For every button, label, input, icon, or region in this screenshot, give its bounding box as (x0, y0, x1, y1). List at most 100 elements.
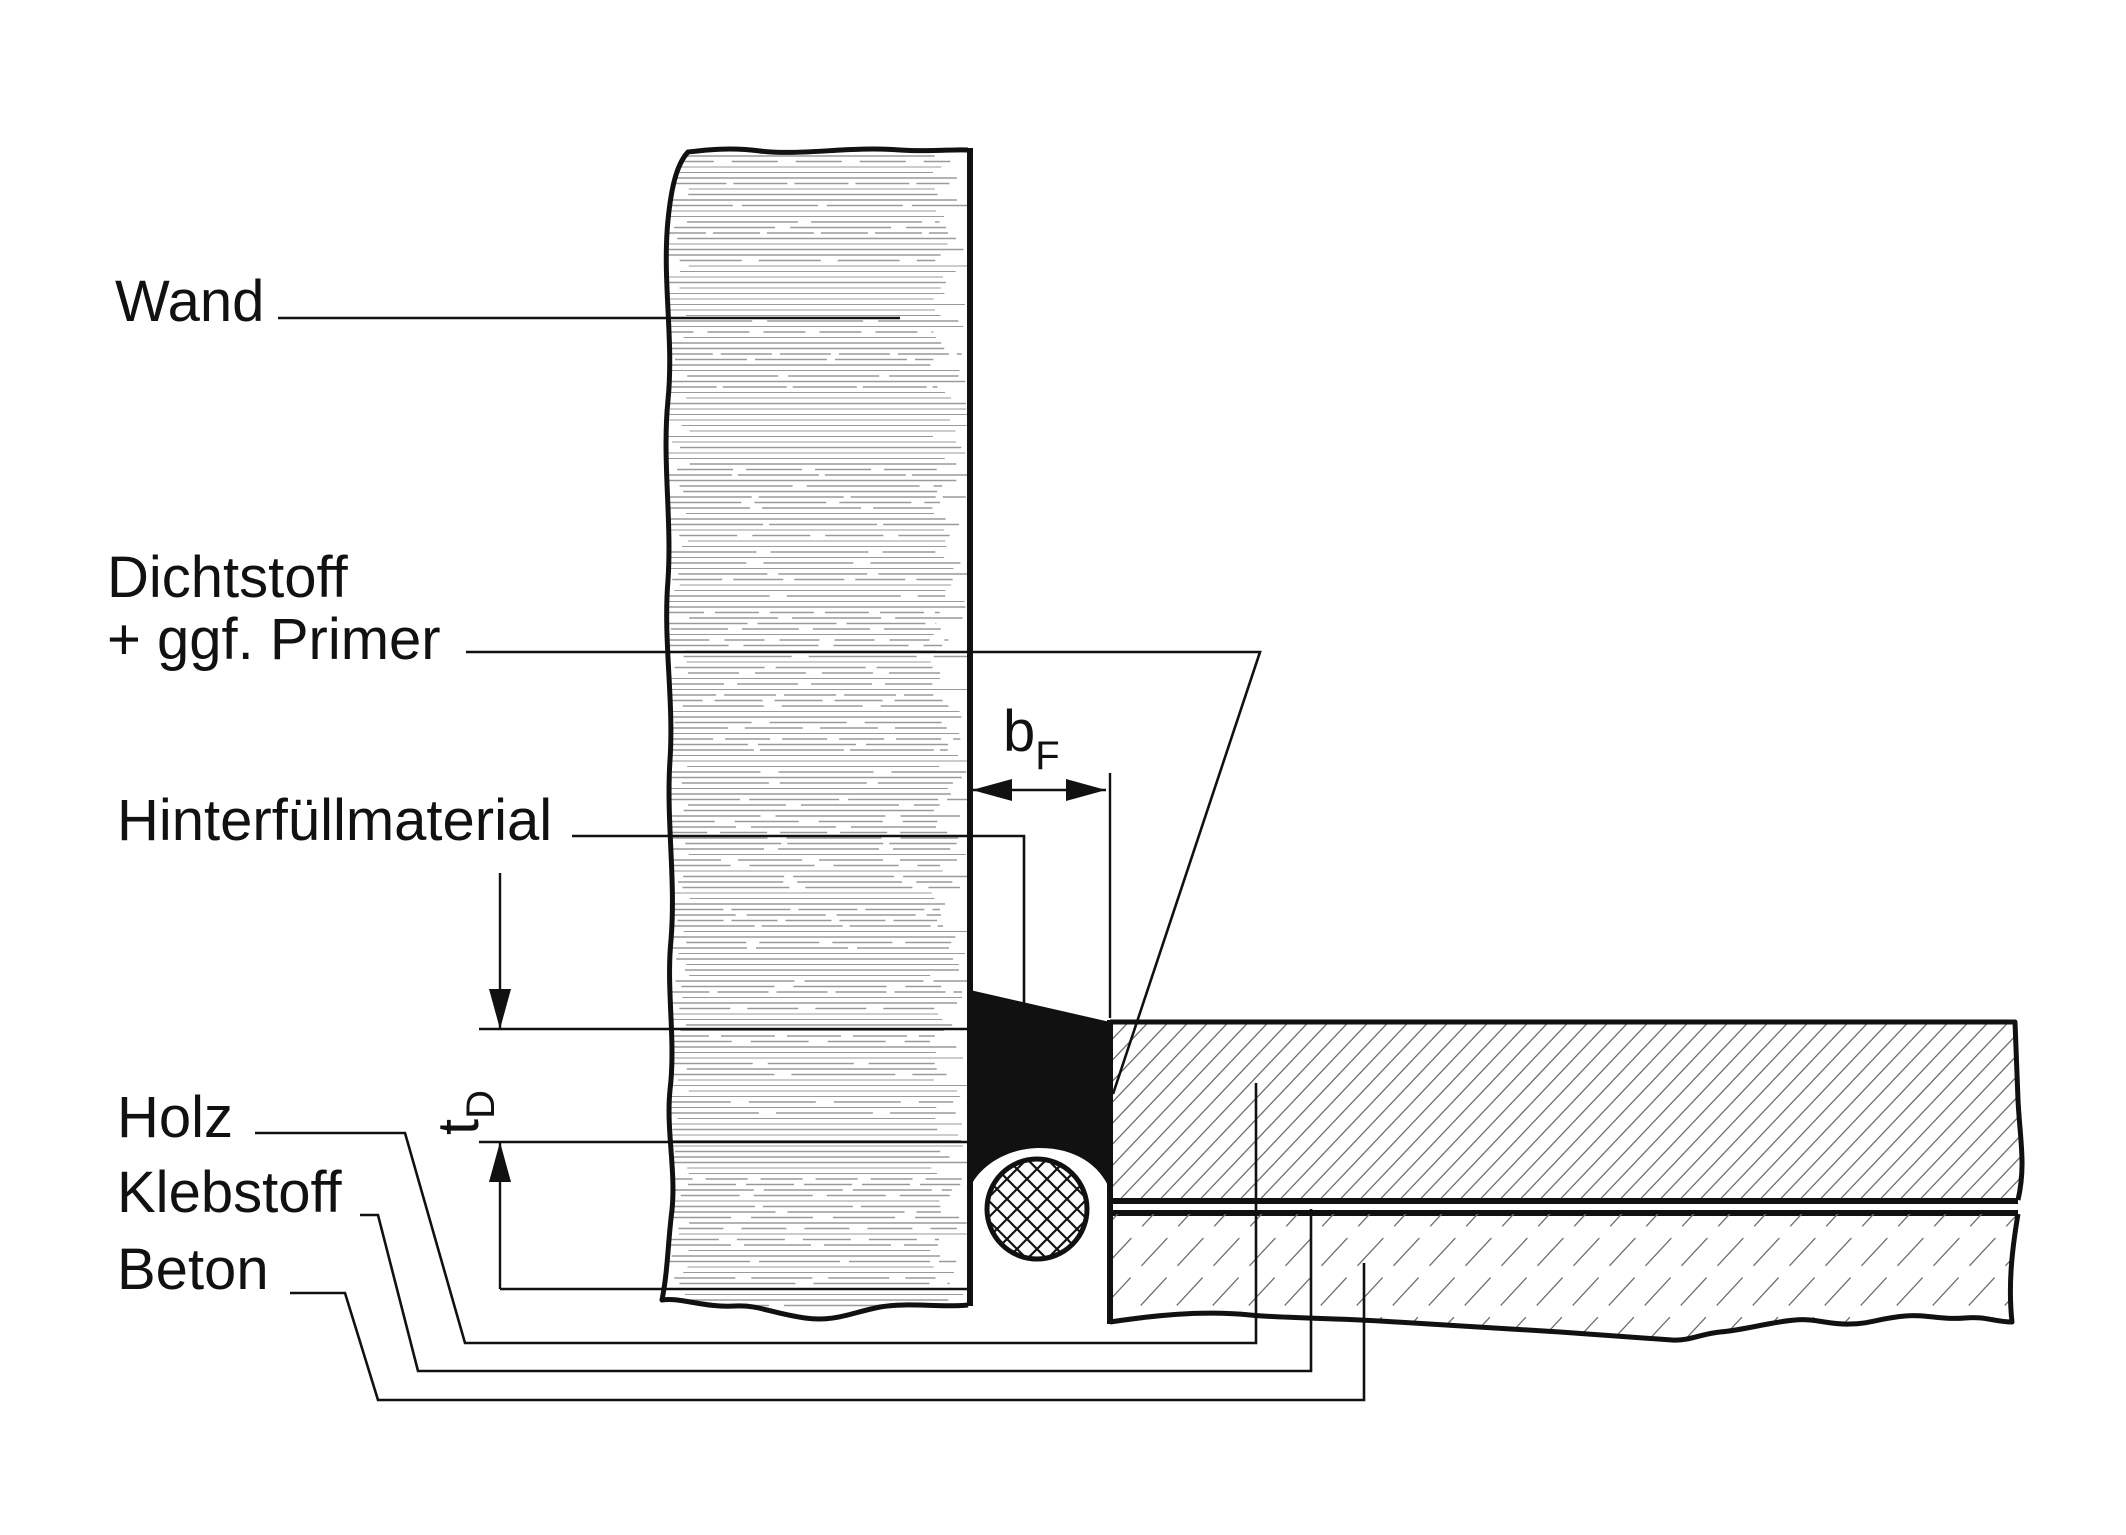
wood-hatch-line (2009, 1022, 2024, 1200)
label-hinterfuellmaterial: Hinterfüllmaterial (117, 788, 552, 853)
wood-hatch-line (1869, 1022, 2024, 1200)
concrete-hatch-line (1715, 1214, 1847, 1341)
concrete-hatch-line (1110, 1214, 1199, 1341)
wood-hatch-line (1729, 1022, 1921, 1200)
wood-hatch-line (1969, 1022, 2024, 1200)
wood-hatch-line (1110, 1022, 1221, 1200)
depth-arrow-bottom (489, 1142, 511, 1182)
wood-hatch-line (1110, 1022, 1161, 1200)
depth-symbol: t (426, 1119, 491, 1135)
sealant-body (970, 990, 1110, 1190)
label-klebstoff: Klebstoff (117, 1160, 343, 1225)
label-beton: Beton (117, 1237, 269, 1302)
wood-hatch-line (1569, 1022, 1761, 1200)
wood-hatch-line (1409, 1022, 1601, 1200)
wood-hatch (1110, 1010, 2126, 1210)
wood-hatch-line (1129, 1022, 1321, 1200)
label-holz: Holz (117, 1085, 233, 1150)
concrete-hatch-line (1859, 1214, 1991, 1341)
wood-hatch-line (1329, 1022, 1521, 1200)
backer-rod-hatch-line (1006, 1159, 1087, 1259)
backer-rod-hatch-line (1046, 1159, 1087, 1259)
wood-hatch-line (2070, 1010, 2126, 1210)
label-dichtstoff: Dichtstoff (107, 545, 349, 610)
concrete-hatch-line (1175, 1214, 1307, 1341)
wood-hatch-line (1889, 1022, 2024, 1200)
wood-leader (255, 1083, 1258, 1345)
wood-hatch-line (1749, 1022, 1941, 1200)
wall (659, 146, 973, 1322)
wood-hatch-line (1169, 1022, 1361, 1200)
wood-hatch-line (1229, 1022, 1421, 1200)
wood-hatch-line (1110, 1022, 1201, 1200)
backer-rod-hatch-line (867, 1159, 967, 1259)
wood-hatch-line (1269, 1022, 1461, 1200)
backer-rod-hatch-line (987, 1159, 1068, 1259)
wood-hatch-line (1289, 1022, 1481, 1200)
wood-hatch-line (1929, 1022, 2024, 1200)
wood-hatch-line (1789, 1022, 1981, 1200)
wood-hatch-line (1189, 1022, 1381, 1200)
wood-hatch-line (2110, 1010, 2126, 1210)
wood-hatch-line (1110, 1022, 1301, 1200)
wood-hatch-line (1249, 1022, 1441, 1200)
label-primer: + ggf. Primer (107, 607, 441, 672)
concrete-hatch-line (2112, 1205, 2126, 1345)
concrete-leader (290, 1263, 1366, 1402)
backer-rod-hatch-line (987, 1159, 1087, 1259)
wood-hatch-line (1649, 1022, 1841, 1200)
wood-hatch-line (2050, 1010, 2126, 1210)
wood-hatch-line (1429, 1022, 1621, 1200)
wall-hatch (662, 155, 968, 1307)
joint-width-arrow-left (972, 779, 1012, 801)
concrete-hatch-line (1139, 1214, 1271, 1341)
wood-hatch-line (1209, 1022, 1401, 1200)
concrete-slab (960, 1205, 2126, 1345)
concrete-hatch-line (1110, 1214, 1235, 1341)
concrete-hatch-line (1967, 1214, 2018, 1341)
backer-rod-hatch-line (1026, 1159, 1087, 1259)
concrete-hatch-line (1211, 1214, 1343, 1341)
backer-rod (867, 1156, 1090, 1262)
backer-rod-hatch-line (1066, 1159, 1087, 1259)
backer-rod-outline (984, 1156, 1090, 1262)
backer-rod-hatch-line (987, 1159, 1008, 1259)
backer-rod-hatch-line (1046, 1159, 1087, 1259)
concrete-outline (1109, 1213, 2021, 1343)
concrete-hatch-line (2003, 1214, 2018, 1341)
concrete-hatch-line (2040, 1205, 2126, 1345)
wood-hatch-line (1629, 1022, 1821, 1200)
concrete-hatch-line (1607, 1214, 1739, 1341)
concrete-hatch-line (1499, 1214, 1631, 1341)
concrete-hatch-line (1110, 1214, 1163, 1341)
wood-hatch-line (1989, 1022, 2024, 1200)
svg-text:tD: tD (426, 1090, 503, 1135)
backfill-leader (572, 834, 1026, 1006)
label-sealant-depth: tD (426, 1090, 503, 1135)
wood-hatch-line (1809, 1022, 2001, 1200)
wood-hatch-line (1349, 1022, 1541, 1200)
concrete-hatch-line (2076, 1205, 2126, 1345)
concrete-hatch-line (960, 1205, 1090, 1345)
wood-hatch-line (1949, 1022, 2024, 1200)
joint-width-symbol: b (1003, 699, 1035, 764)
wood-hatch-line (2030, 1010, 2126, 1210)
joint-width-subscript: F (1035, 734, 1059, 778)
joint-width-dimension (972, 773, 1112, 1018)
concrete-hatch-line (1463, 1214, 1595, 1341)
wood-hatch-line (1509, 1022, 1701, 1200)
wood-hatch-line (1589, 1022, 1781, 1200)
wood-hatch-line (1309, 1022, 1501, 1200)
concrete-hatch-line (1247, 1214, 1379, 1341)
wood-hatch-line (1469, 1022, 1661, 1200)
sealant-leader (466, 650, 1262, 1095)
concrete-hatch-line (1643, 1214, 1775, 1341)
concrete-hatch-line (1679, 1214, 1811, 1341)
wood-hatch-line (1110, 1022, 1241, 1200)
wood-hatch-line (1689, 1022, 1881, 1200)
wood-hatch-line (1110, 1022, 1281, 1200)
depth-subscript: D (459, 1090, 503, 1119)
wood-hatch-line (1769, 1022, 1961, 1200)
